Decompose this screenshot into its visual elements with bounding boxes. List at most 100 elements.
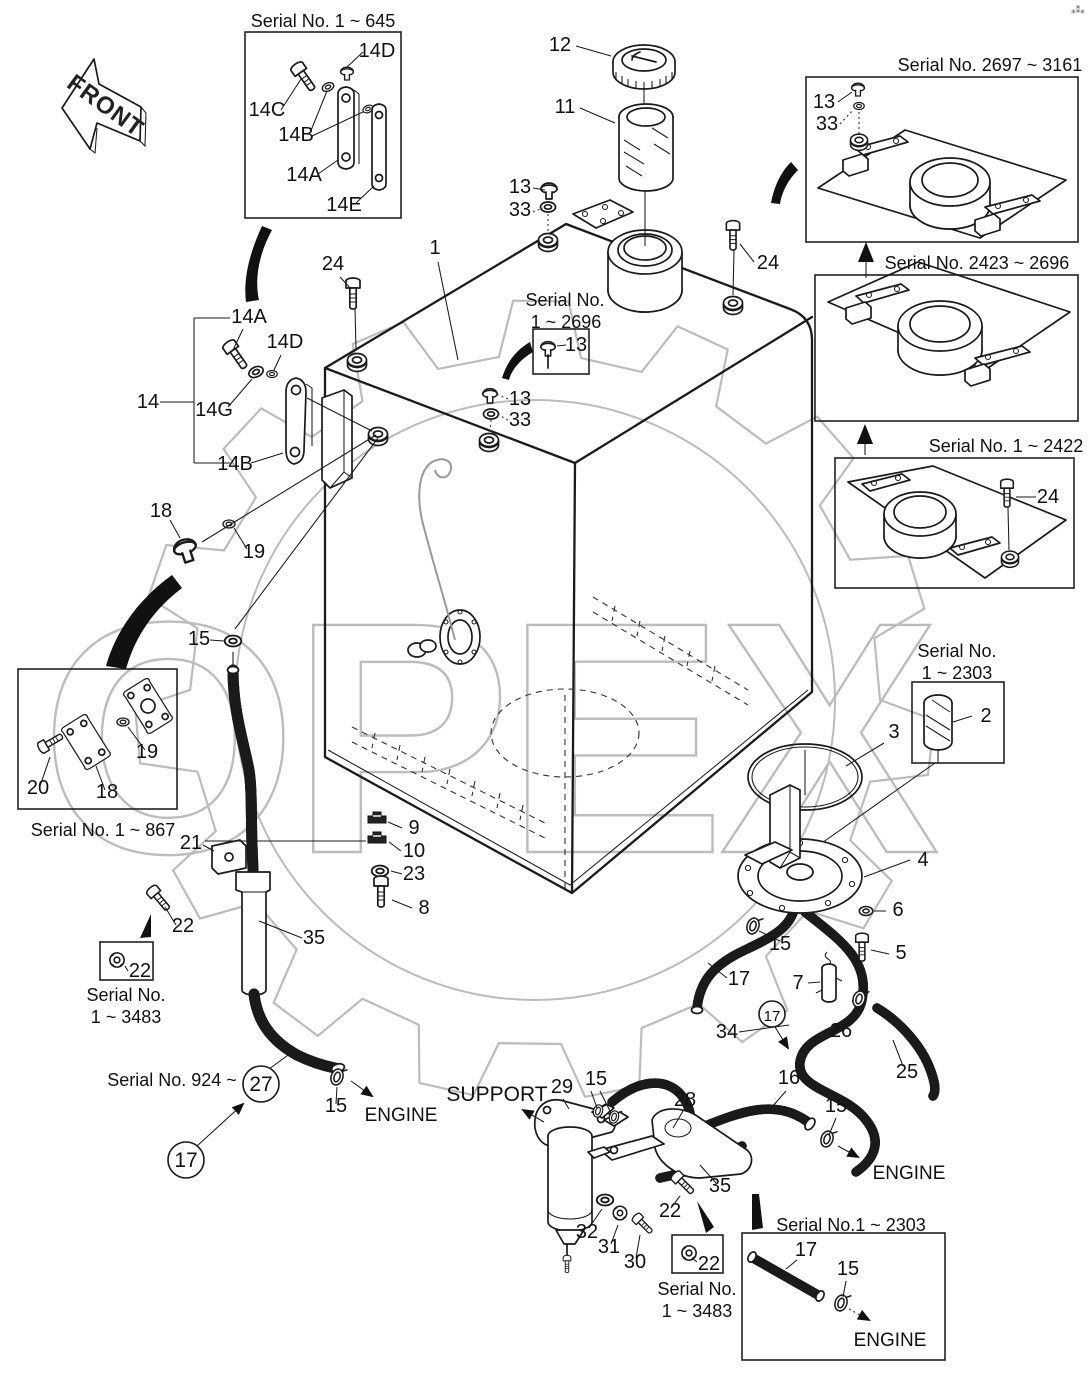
inset-2423-content <box>827 261 1071 387</box>
inset-serial-645 <box>244 31 402 219</box>
wedge-arrow-icon <box>140 914 151 938</box>
swoosh-arrow-icon <box>245 226 272 302</box>
callout-n-2: 2 <box>980 705 991 727</box>
fuel-filter-assembly <box>534 1098 753 1273</box>
callout-n-24-left: 24 <box>322 253 344 275</box>
callout-n-22-c: 22 <box>659 1200 681 1222</box>
callout-serial-924: Serial No. 924 ~ <box>107 1070 237 1090</box>
callout-n-3: 3 <box>888 721 899 743</box>
inset-serial-2696 <box>532 328 590 375</box>
callout-n-13-top: 13 <box>509 176 531 198</box>
inset-nut22-left-content <box>109 952 125 968</box>
callout-n-13-mid: 13 <box>509 388 531 410</box>
callout-n-6: 6 <box>892 899 903 921</box>
oring-3 <box>747 743 863 811</box>
callout-n-18: 18 <box>150 500 172 522</box>
callout-n-19-b: 19 <box>136 741 158 763</box>
filler-tube <box>211 664 346 1074</box>
inset-867-content <box>35 678 174 770</box>
callout-n-29: 29 <box>551 1076 573 1098</box>
callout-n-5: 5 <box>895 942 906 964</box>
fuel-tank-body <box>285 199 814 895</box>
callout-n-35-b: 35 <box>709 1175 731 1197</box>
up-arrow-icon <box>857 424 873 444</box>
callout-serial-867: Serial No. 1 ~ 867 <box>31 820 176 840</box>
callout-serial-2696-line1: Serial No. <box>525 290 604 310</box>
inset-serial-2422 <box>834 457 1075 589</box>
up-arrow-icon <box>858 242 874 262</box>
corner-marks: ⁎⁑⁎ <box>1071 4 1085 15</box>
callout-n-13-serialbox: 13 <box>565 334 587 356</box>
callout-serial-2303-right-line2: 1 ~ 2303 <box>922 663 993 683</box>
callout-n-19: 19 <box>243 541 265 563</box>
callout-n-21: 21 <box>180 832 202 854</box>
callout-serial-3483-left-line1: Serial No. <box>86 985 165 1005</box>
swoosh-arrow-icon <box>771 162 798 204</box>
callout-n-18-b: 18 <box>96 781 118 803</box>
callout-serial-2696-line2: 1 ~ 2696 <box>531 312 602 332</box>
callout-n-14D-1: 14D <box>359 40 396 62</box>
callout-n-4: 4 <box>917 849 928 871</box>
callout-n-14C: 14C <box>249 99 286 121</box>
spacer-block <box>321 389 353 489</box>
callout-n-22-a: 22 <box>172 915 194 937</box>
svg-text:17: 17 <box>764 1008 781 1025</box>
inset-nut-22-bottom <box>671 1234 724 1274</box>
inset-2697-content <box>817 82 1067 239</box>
callout-serial-2423-2696: Serial No. 2423 ~ 2696 <box>885 253 1070 273</box>
callout-n-32: 32 <box>576 1221 598 1243</box>
callout-n-15-c: 15 <box>769 933 791 955</box>
swoosh-arrow-icon <box>502 342 533 380</box>
callout-n-12: 12 <box>549 34 571 56</box>
inset-2696-content <box>540 340 556 369</box>
callout-n-8: 8 <box>418 897 429 919</box>
callout-n-9: 9 <box>408 817 419 839</box>
callout-serial-645: Serial No. 1 ~ 645 <box>251 11 396 31</box>
callout-n-17-box: 17 <box>795 1239 817 1261</box>
mount-plate <box>572 199 634 229</box>
callout-n-33-top: 33 <box>509 199 531 221</box>
callout-n-30: 30 <box>624 1251 646 1273</box>
callout-engine-right: ENGINE <box>873 1163 946 1184</box>
wedge-arrow-icon <box>752 1194 763 1230</box>
front-direction-arrow: FRONT <box>61 58 149 155</box>
inset-strainer-2 <box>911 681 1005 764</box>
callout-n-22-boxbottom: 22 <box>698 1253 720 1275</box>
breather-cap <box>612 44 676 246</box>
callout-n-14A-2: 14A <box>231 306 267 328</box>
inset-nut-22-left <box>99 941 154 981</box>
inset-nut22-bottom-content <box>681 1245 697 1261</box>
callout-n-14G: 14G <box>195 399 233 421</box>
filler-neck <box>607 229 683 313</box>
callout-n-15-d: 15 <box>585 1068 607 1090</box>
callout-serial-2303-right-line1: Serial No. <box>917 641 996 661</box>
inset-boxes <box>17 31 1079 1361</box>
callout-n-14A-1: 14A <box>286 164 322 186</box>
callout-support: SUPPORT <box>446 1083 547 1106</box>
inset-2303-bottom-content <box>747 1251 871 1322</box>
flange-4 <box>737 762 936 914</box>
inset-strainer-content <box>923 694 953 763</box>
inset-645-content <box>288 59 387 191</box>
svg-text:27: 27 <box>249 1073 272 1096</box>
callout-engine-left: ENGINE <box>365 1105 438 1126</box>
callout-n-31: 31 <box>598 1236 620 1258</box>
inset-serial-2697 <box>805 76 1079 243</box>
callout-n-33-mid: 33 <box>509 409 531 431</box>
callout-n-16: 16 <box>778 1067 800 1089</box>
callout-serial-3483-left-line2: 1 ~ 3483 <box>91 1007 162 1027</box>
small-parts <box>144 182 874 1237</box>
callout-n-25: 25 <box>896 1061 918 1083</box>
callout-n-33-box2697: 33 <box>816 113 838 135</box>
link-14B <box>285 377 313 465</box>
callout-n-7: 7 <box>792 972 803 994</box>
callout-n-14E: 14E <box>326 194 362 216</box>
callout-n-26: 26 <box>830 1020 852 1042</box>
callout-n-28: 28 <box>674 1089 696 1111</box>
callout-n-13-box2697: 13 <box>813 91 835 113</box>
svg-text:17: 17 <box>174 1149 197 1172</box>
callout-serial-2697-3161: Serial No. 2697 ~ 3161 <box>898 55 1083 75</box>
callout-n-14B-1: 14B <box>278 124 314 146</box>
circled-callout-c-27: 27 <box>242 1065 280 1103</box>
